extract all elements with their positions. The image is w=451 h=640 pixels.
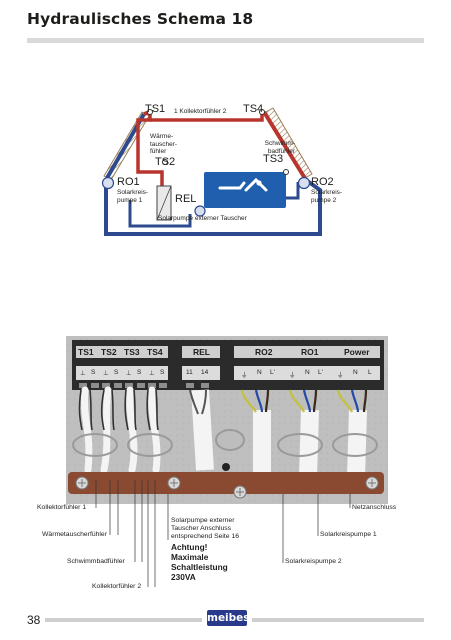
sensor-ts4 <box>259 109 265 115</box>
pin-label: N <box>257 369 262 376</box>
label-ro1: RO1 <box>117 176 140 188</box>
pump-ro1-icon <box>101 176 115 190</box>
pin-label: L <box>368 369 372 376</box>
footer-rule-right <box>252 618 424 622</box>
pin-label: L' <box>318 369 323 376</box>
screw-icon <box>233 485 247 499</box>
sensor-ts3 <box>283 169 289 175</box>
terminal-group-rel: REL <box>193 347 210 357</box>
label-ts1: TS1 <box>145 103 166 115</box>
callout-waermetauscher: Wärmetauscherfühler <box>42 531 107 538</box>
callout-kollektor2: Kollektorfühler 2 <box>92 583 142 590</box>
pump-rel-icon <box>194 205 206 217</box>
screw-icon <box>75 476 89 490</box>
label-ts4: TS4 <box>243 103 264 115</box>
collector-right-pipe <box>262 110 308 182</box>
screw-icon <box>365 476 379 490</box>
terminal-group-ts1: TS1 <box>78 347 94 357</box>
callout-warning: Achtung! Maximale Schaltleistung 230VA <box>171 542 228 582</box>
callout-netzanschluss: Netzanschluss <box>352 504 397 511</box>
terminal-group-ts2: TS2 <box>101 347 117 357</box>
pin-label: N <box>305 369 310 376</box>
label-ro2: RO2 <box>311 176 334 188</box>
label-collector-sensors: 1 Kollektorfühler 2 <box>174 108 227 115</box>
pin-label: L' <box>270 369 275 376</box>
pin-label: ⊥ <box>149 370 155 377</box>
pin-label: S <box>91 369 96 376</box>
pin-label: 14 <box>201 369 209 376</box>
swimmer-icon <box>218 177 268 192</box>
screw-icon <box>167 476 181 490</box>
pool-pipe <box>284 182 300 200</box>
label-ts2: TS2 <box>155 156 176 168</box>
label-heat-exchanger-sensor: Wärme- tauscher- fühler <box>150 133 178 156</box>
label-rel: REL <box>175 193 197 205</box>
pin-label: ⏚ <box>289 372 296 379</box>
sensor-ts1 <box>147 109 153 115</box>
return-pipe <box>104 178 322 236</box>
callout-solarkreispumpe1: Solarkreispumpe 1 <box>320 531 377 538</box>
label-ts3: TS3 <box>263 153 284 165</box>
pin-label: ⊥ <box>126 370 132 377</box>
pin-label: ⏚ <box>337 372 344 379</box>
label-ro1-desc: Solarkreis- pumpe 1 <box>117 189 149 204</box>
pin-label: 11 <box>186 369 193 376</box>
footer-rule-left <box>45 618 202 622</box>
label-pool-sensor: Schwimm- badfühler <box>264 140 295 155</box>
title-rule <box>27 38 424 43</box>
pump-ro2-icon <box>297 176 311 190</box>
pin-label: ⊥ <box>80 370 86 377</box>
terminal-group-ts3: TS3 <box>124 347 140 357</box>
sensor-ts2 <box>162 159 168 165</box>
terminal-group-power: Power <box>344 347 370 357</box>
callout-solarpumpe-ext: Solarpumpe externer Tauscher Anschluss e… <box>171 517 240 541</box>
page-title: Hydraulisches Schema 18 <box>27 10 254 28</box>
terminal-group-ro1: RO1 <box>301 347 319 357</box>
callout-kollektor1: Kollektorfühler 1 <box>37 504 87 511</box>
pin-label: S <box>160 369 165 376</box>
terminal-photo <box>66 336 388 504</box>
callout-solarkreispumpe2: Solarkreispumpe 2 <box>285 558 342 565</box>
pin-label: ⊥ <box>103 370 109 377</box>
callout-lines <box>95 480 351 587</box>
pin-label: ⏚ <box>241 372 248 379</box>
brand-logo: meibes <box>207 610 250 626</box>
strain-relief-bar <box>68 472 384 494</box>
label-ro2-desc: Solarkreis- pumpe 2 <box>311 189 343 204</box>
terminal-group-ro2: RO2 <box>255 347 273 357</box>
pin-label: S <box>137 369 142 376</box>
exchanger-return-pipe <box>128 200 192 228</box>
callout-schwimmbad: Schwimmbadfühler <box>67 558 125 565</box>
terminal-group-ts4: TS4 <box>147 347 163 357</box>
pin-label: N <box>353 369 358 376</box>
label-external-pump: Solarpumpe externer Tauscher <box>158 215 247 222</box>
pin-label: S <box>114 369 119 376</box>
page-number: 38 <box>27 613 41 627</box>
